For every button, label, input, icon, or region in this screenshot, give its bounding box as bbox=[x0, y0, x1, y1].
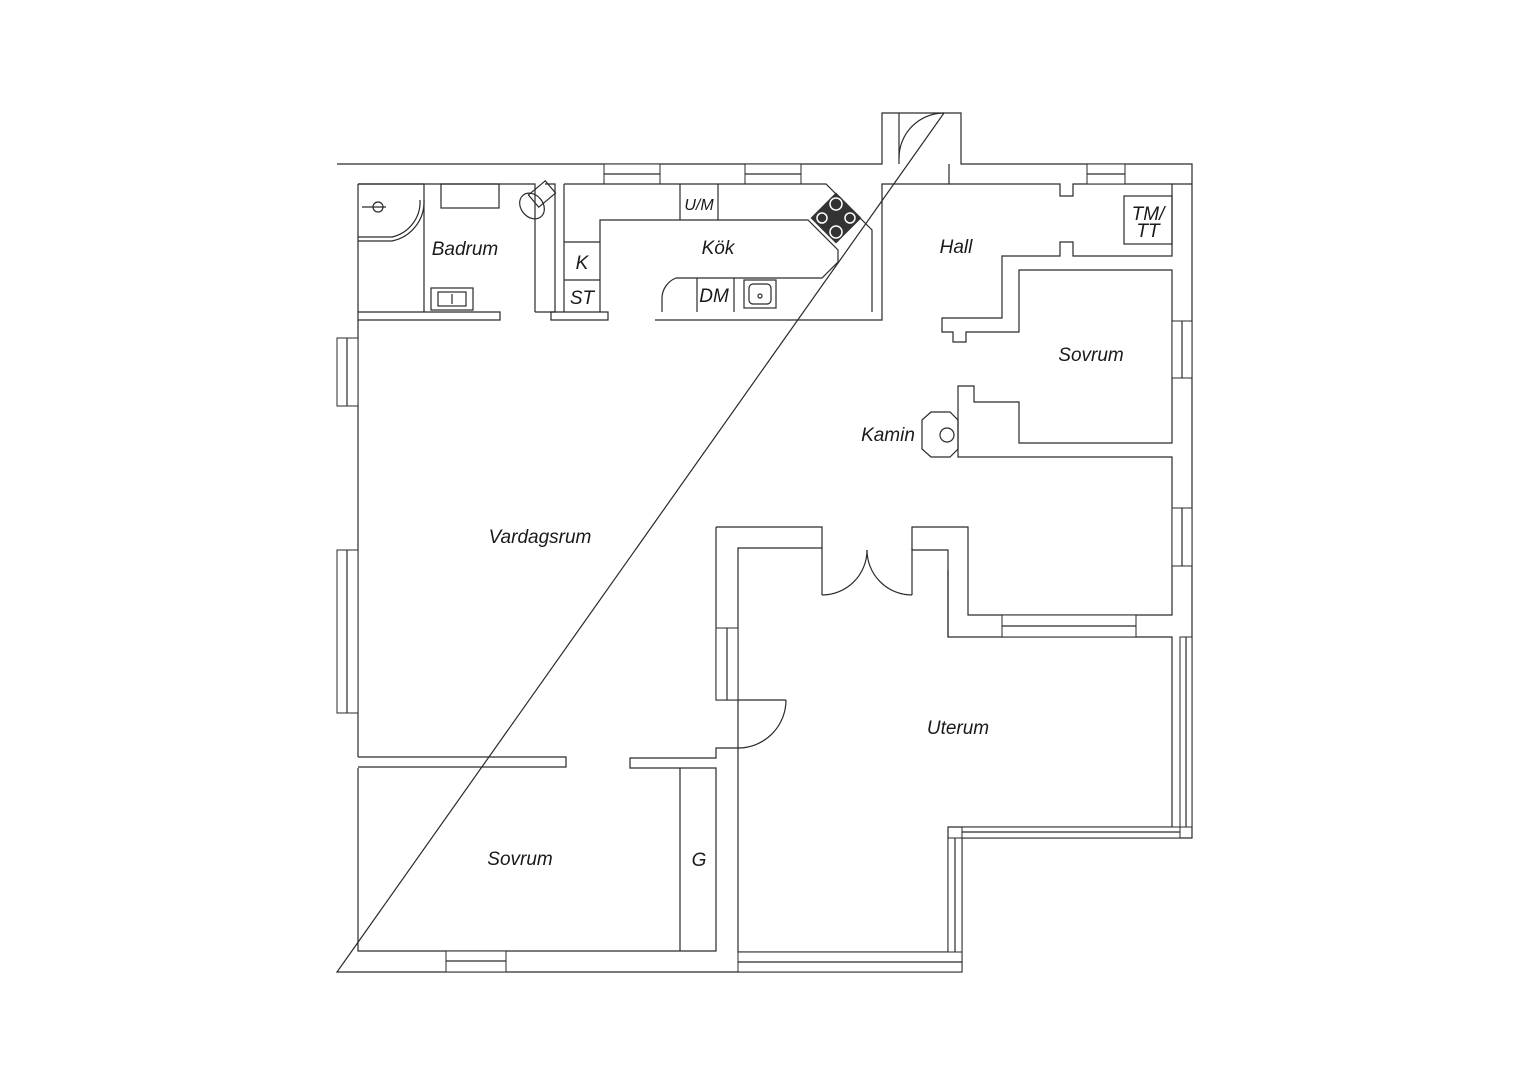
hall-fixtures bbox=[1123, 195, 1173, 245]
room-label-uterum: Uterum bbox=[927, 718, 989, 739]
fixture-label-g: G bbox=[692, 850, 707, 871]
bathtub-icon bbox=[440, 183, 500, 209]
room-label-badrum: Badrum bbox=[432, 239, 499, 260]
sink-icon bbox=[430, 287, 474, 311]
fixture-label-um: U/M bbox=[684, 197, 714, 214]
kitchen-fixtures bbox=[564, 183, 873, 312]
room-label-kamin: Kamin bbox=[861, 425, 915, 446]
room-label-hall: Hall bbox=[940, 237, 974, 258]
labels: Badrum Kök Hall Sovrum Kamin Vardagsrum … bbox=[432, 197, 1166, 871]
windows bbox=[336, 163, 1193, 973]
bathroom-fixtures bbox=[358, 179, 557, 311]
stove-icon bbox=[810, 192, 862, 244]
fireplace-icon bbox=[921, 411, 959, 458]
fixture-label-st: ST bbox=[570, 288, 596, 309]
fixture-label-tm: TM/ bbox=[1132, 204, 1166, 225]
fixture-label-tt: TT bbox=[1136, 221, 1161, 242]
kitchen-sink-icon bbox=[743, 279, 777, 309]
room-label-kok: Kök bbox=[702, 238, 736, 259]
fixture-label-k: K bbox=[576, 253, 590, 274]
shower-icon bbox=[358, 199, 425, 242]
fixture-label-dm: DM bbox=[699, 286, 729, 307]
room-label-vardagsrum: Vardagsrum bbox=[489, 527, 592, 548]
doors bbox=[737, 112, 945, 749]
room-label-sovrum-sw: Sovrum bbox=[487, 849, 552, 870]
room-label-sovrum-ne: Sovrum bbox=[1058, 345, 1123, 366]
interior-walls bbox=[358, 183, 913, 951]
toilet-icon bbox=[519, 179, 557, 220]
